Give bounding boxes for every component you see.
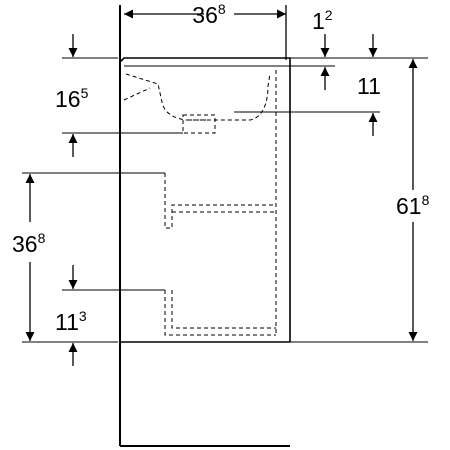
cabinet-outline xyxy=(119,57,291,343)
dimension-width xyxy=(124,5,287,60)
hidden-drawers xyxy=(164,173,276,336)
dim-drain-height-label: 165 xyxy=(55,85,89,112)
extension-lines xyxy=(22,57,428,343)
hidden-basin xyxy=(123,70,277,335)
dim-top-gap-label: 12 xyxy=(312,7,333,34)
dim-basin-depth-label: 11 xyxy=(357,73,381,99)
dim-total-height-label: 618 xyxy=(396,192,430,219)
wall-outline xyxy=(119,5,290,447)
dim-width-label: 368 xyxy=(192,1,226,28)
dim-bottom-height-label: 113 xyxy=(55,308,87,335)
dim-lower-height-label: 368 xyxy=(12,230,46,257)
